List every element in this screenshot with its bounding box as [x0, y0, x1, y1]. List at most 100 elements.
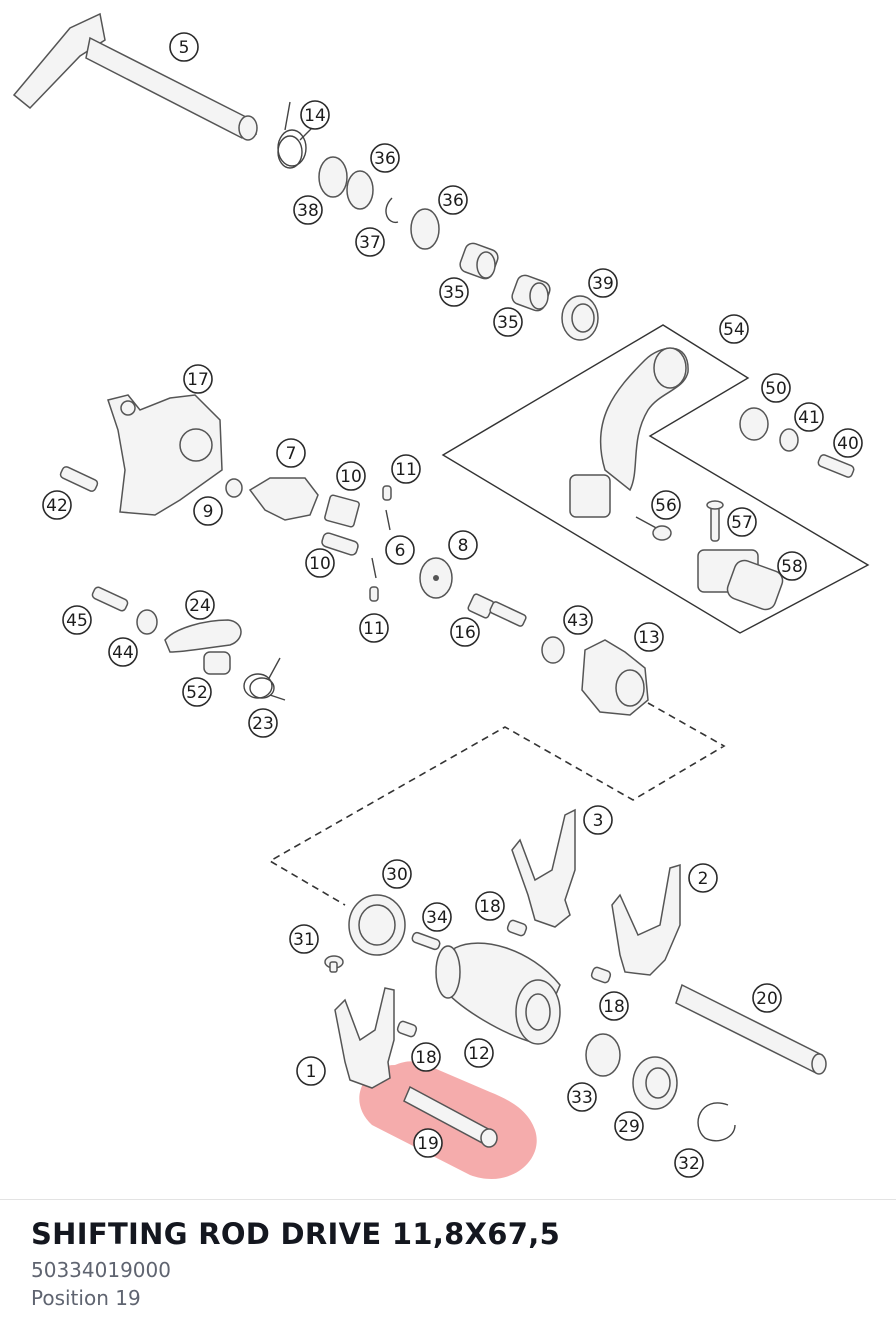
position-label-text: 54: [723, 320, 745, 340]
position-label-text: 17: [187, 370, 209, 390]
position-label-10b[interactable]: 10: [305, 548, 335, 578]
position-label-circle: [42, 490, 72, 520]
position-label-57[interactable]: 57: [727, 507, 757, 537]
position-label-36a[interactable]: 36: [370, 143, 400, 173]
position-label-2[interactable]: 2: [688, 863, 718, 893]
position-label-13[interactable]: 13: [634, 622, 664, 652]
position-label-circle: [719, 314, 749, 344]
part-washer-8-hole: [433, 575, 439, 581]
position-label-20[interactable]: 20: [752, 983, 782, 1013]
position-label-40[interactable]: 40: [833, 428, 863, 458]
position-label-text: 38: [297, 201, 319, 221]
part-pin-18c: [396, 1020, 418, 1038]
position-label-circle: [588, 268, 618, 298]
position-label-18c[interactable]: 18: [411, 1042, 441, 1072]
position-label-text: 10: [309, 554, 331, 574]
position-label-24[interactable]: 24: [185, 590, 215, 620]
position-label-7[interactable]: 7: [276, 438, 306, 468]
part-ring-41: [779, 428, 799, 452]
position-label-17[interactable]: 17: [183, 364, 213, 394]
position-label-16[interactable]: 16: [450, 617, 480, 647]
position-label-circle: [651, 490, 681, 520]
position-label-18b[interactable]: 18: [599, 991, 629, 1021]
part-spring-56-coil: [652, 525, 672, 541]
part-shift-shaft: [12, 12, 258, 141]
part-cam-13: [581, 639, 649, 716]
position-label-42[interactable]: 42: [42, 490, 72, 520]
position-label-6[interactable]: 6: [385, 535, 415, 565]
position-label-circle: [752, 983, 782, 1013]
position-label-text: 18: [415, 1048, 437, 1068]
position-label-54[interactable]: 54: [719, 314, 749, 344]
position-label-37[interactable]: 37: [355, 227, 385, 257]
position-label-44[interactable]: 44: [108, 637, 138, 667]
shift-drum-group-outline: [268, 702, 726, 906]
position-label-41[interactable]: 41: [794, 402, 824, 432]
position-label-36b[interactable]: 36: [438, 185, 468, 215]
position-label-circle: [183, 364, 213, 394]
position-label-text: 18: [479, 897, 501, 917]
position-label-10a[interactable]: 10: [336, 461, 366, 491]
position-label-52[interactable]: 52: [182, 677, 212, 707]
position-label-8[interactable]: 8: [448, 530, 478, 560]
position-label-text: 13: [638, 628, 660, 648]
position-label-30[interactable]: 30: [382, 859, 412, 889]
position-label-58[interactable]: 58: [777, 551, 807, 581]
position-label-33[interactable]: 33: [567, 1082, 597, 1112]
part-lever-24: [164, 619, 242, 653]
position-label-23[interactable]: 23: [248, 708, 278, 738]
position-label-circle: [599, 991, 629, 1021]
position-label-text: 6: [395, 541, 406, 561]
part-washer-9: [225, 478, 243, 498]
part-shifting-rod-19[interactable]: [403, 1085, 498, 1148]
position-label-circle: [614, 1111, 644, 1141]
part-bolt-42: [59, 466, 99, 492]
position-label-circle: [493, 307, 523, 337]
position-label-text: 41: [798, 408, 820, 428]
position-label-text: 11: [395, 460, 417, 480]
position-label-text: 44: [112, 643, 134, 663]
position-label-11a[interactable]: 11: [391, 454, 421, 484]
position-label-56[interactable]: 56: [651, 490, 681, 520]
position-label-3[interactable]: 3: [583, 805, 613, 835]
position-label-circle: [567, 1082, 597, 1112]
position-label-39[interactable]: 39: [588, 268, 618, 298]
position-label-circle: [761, 373, 791, 403]
position-label-35a[interactable]: 35: [439, 277, 469, 307]
position-label-45[interactable]: 45: [62, 605, 92, 635]
position-label-9[interactable]: 9: [193, 496, 223, 526]
position-label-34[interactable]: 34: [422, 902, 452, 932]
position-label-text: 35: [497, 313, 519, 333]
position-label-circle: [391, 454, 421, 484]
position-label-35b[interactable]: 35: [493, 307, 523, 337]
part-pin-18b: [590, 966, 612, 984]
position-label-43[interactable]: 43: [563, 605, 593, 635]
position-label-14[interactable]: 14: [300, 100, 330, 130]
part-circlip-37: [385, 197, 399, 224]
part-washer-50: [739, 407, 769, 441]
position-label-50[interactable]: 50: [761, 373, 791, 403]
part-washer-43: [541, 636, 565, 664]
position-label-11b[interactable]: 11: [359, 613, 389, 643]
part-bearing-30: [348, 894, 406, 956]
position-label-31[interactable]: 31: [289, 924, 319, 954]
position-label-19[interactable]: 19: [413, 1128, 443, 1158]
position-label-circle: [385, 535, 415, 565]
position-label-circle: [185, 590, 215, 620]
part-washer-38: [318, 156, 348, 198]
part-bracket-17: [107, 394, 223, 516]
position-label-circle: [464, 1038, 494, 1068]
part-info-panel: SHIFTING ROD DRIVE 11,8X67,5 50334019000…: [31, 1212, 871, 1312]
position-label-12[interactable]: 12: [464, 1038, 494, 1068]
position-label-circle: [193, 496, 223, 526]
part-washer-36b: [410, 208, 440, 250]
position-label-38[interactable]: 38: [293, 195, 323, 225]
position-label-1[interactable]: 1: [296, 1056, 326, 1086]
position-label-text: 50: [765, 379, 787, 399]
position-label-18a[interactable]: 18: [475, 891, 505, 921]
position-label-32[interactable]: 32: [674, 1148, 704, 1178]
position-label-5[interactable]: 5: [169, 32, 199, 62]
position-label-29[interactable]: 29: [614, 1111, 644, 1141]
position-label-text: 36: [374, 149, 396, 169]
part-pin-57: [706, 500, 724, 542]
